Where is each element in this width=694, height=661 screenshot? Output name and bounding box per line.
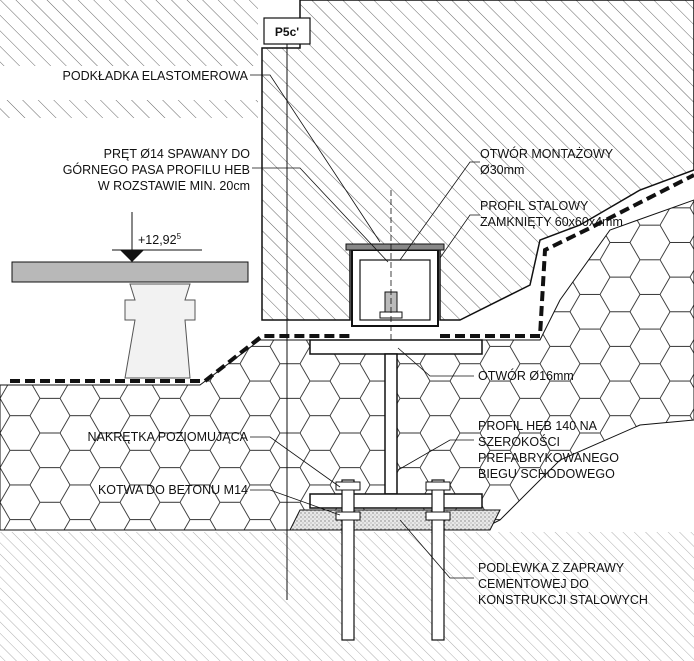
wall-hatch-left bbox=[0, 0, 258, 66]
concrete-slab bbox=[11, 261, 249, 283]
support-pedestal bbox=[124, 283, 196, 379]
label-rod-line2: GÓRNEGO PASA PROFILU HEB bbox=[63, 162, 250, 177]
label-anchor: KOTWA DO BETONU M14 bbox=[98, 483, 248, 497]
label-mount-hole-line1: OTWÓR MONTAŻOWY bbox=[480, 146, 614, 161]
label-mount-hole-line2: Ø30mm bbox=[480, 163, 524, 177]
tag-box bbox=[263, 17, 311, 45]
level-value: +12,925 bbox=[138, 232, 182, 247]
wall-hatch-right bbox=[261, 0, 694, 321]
label-heb-line4: BIEGU SCHODOWEGO bbox=[478, 467, 615, 481]
label-grout-line3: KONSTRUKCJI STALOWYCH bbox=[478, 593, 648, 607]
label-rod-line3: W ROZSTAWIE MIN. 20cm bbox=[98, 179, 250, 193]
label-rod-line1: PRĘT Ø14 SPAWANY DO bbox=[104, 147, 251, 161]
membrane bbox=[10, 173, 694, 383]
label-grout-line1: PODLEWKA Z ZAPRAWY bbox=[478, 561, 625, 575]
wall-hatch-band bbox=[0, 100, 258, 118]
tag-text: P5c' bbox=[275, 25, 299, 39]
label-steel-profile-line2: ZAMKNIĘTY 60x60x4mm bbox=[480, 215, 623, 229]
elastomer-pad bbox=[345, 243, 445, 251]
label-hole16: OTWÓR Ø16mm bbox=[478, 368, 574, 383]
label-elastomer-pad: PODKŁADKA ELASTOMEROWA bbox=[63, 69, 249, 83]
label-leveling-nut: NAKRĘTKA POZIOMUJĄCA bbox=[88, 430, 249, 444]
heb-top-flange bbox=[309, 339, 483, 355]
anchor-right bbox=[425, 479, 451, 641]
grout-layer bbox=[289, 509, 501, 531]
label-grout-line2: CEMENTOWEJ DO bbox=[478, 577, 589, 591]
anchor-left bbox=[335, 479, 361, 641]
heb-web bbox=[384, 353, 398, 495]
leaders bbox=[250, 74, 480, 579]
label-heb-line3: PREFABRYKOWANEGO bbox=[478, 451, 619, 465]
label-heb-line2: SZEROKOŚCI bbox=[478, 434, 560, 449]
label-steel-profile-line1: PROFIL STALOWY bbox=[480, 199, 589, 213]
label-heb-line1: PROFIL HEB 140 NA bbox=[478, 419, 598, 433]
heb-bottom-flange bbox=[309, 493, 483, 509]
